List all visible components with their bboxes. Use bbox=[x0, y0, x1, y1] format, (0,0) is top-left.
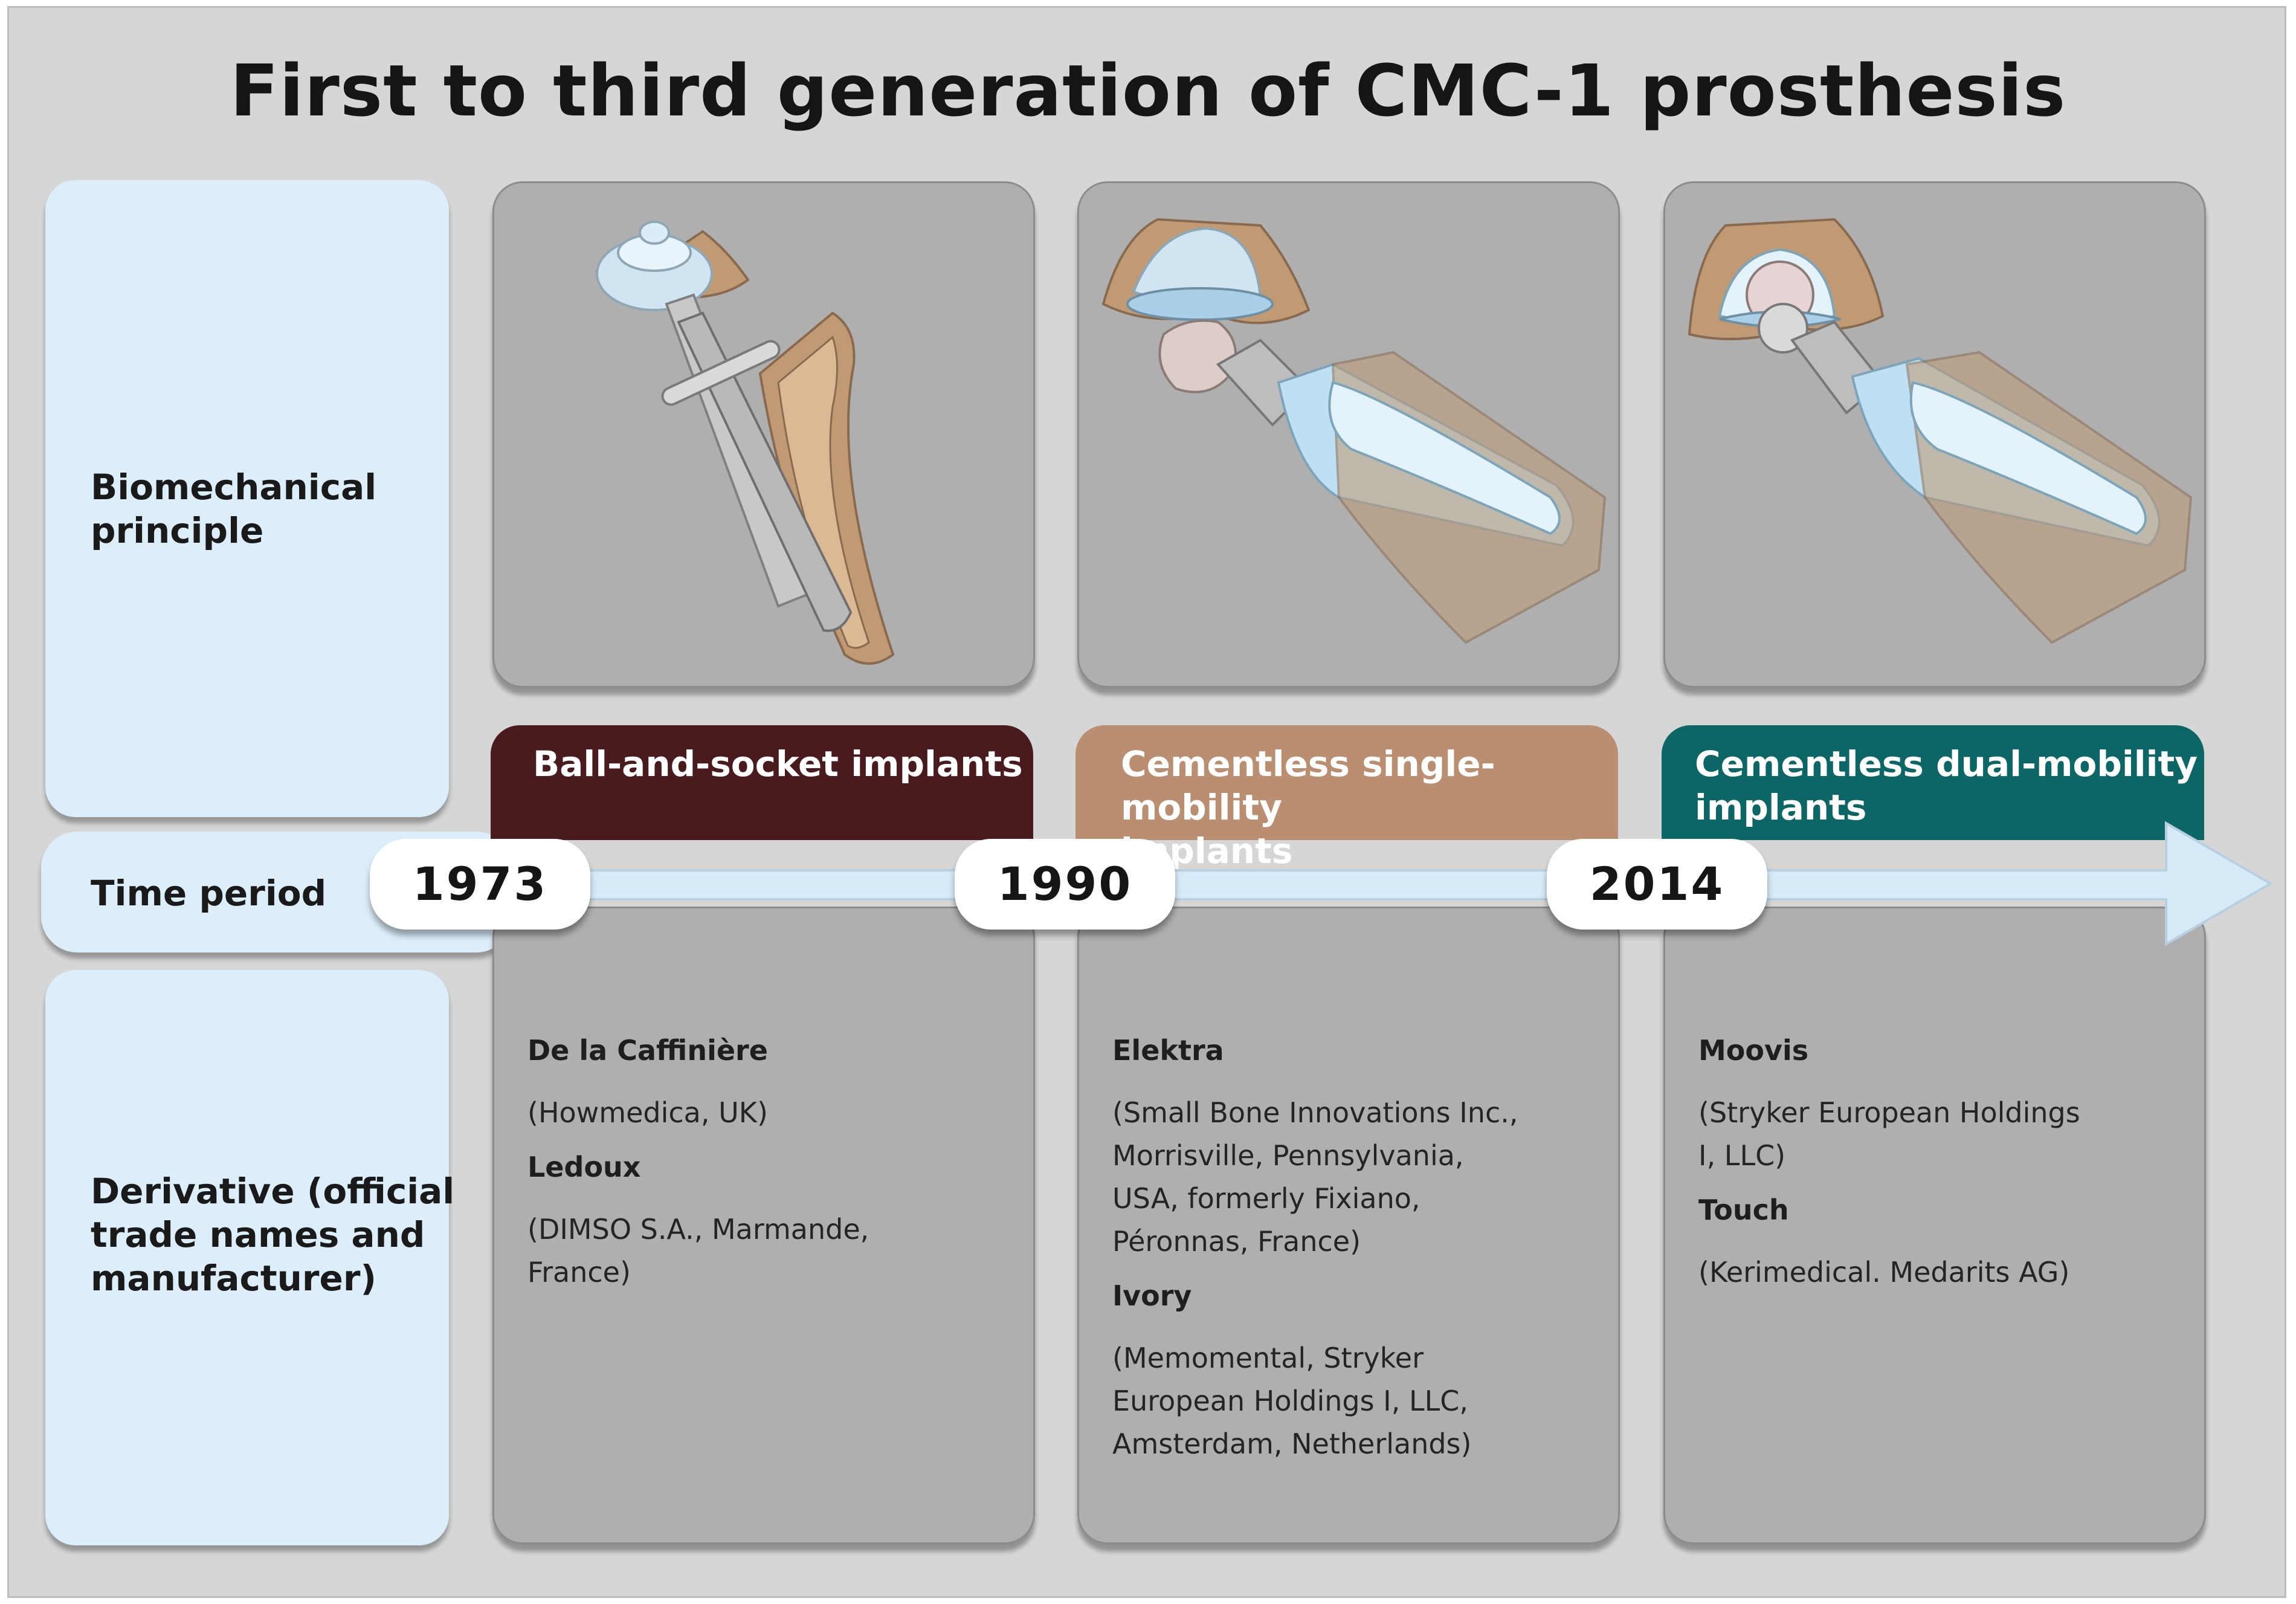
derivative-panel-1: De la Caffinière (Howmedica, UK) Ledoux … bbox=[492, 907, 1035, 1544]
derivative-manufacturer: (DIMSO S.A., Marmande, France) bbox=[527, 1213, 869, 1289]
derivative-name: De la Caffinière bbox=[527, 1034, 768, 1067]
row-label-biomechanical-box bbox=[45, 180, 449, 817]
derivative-name: Touch bbox=[1698, 1194, 1789, 1226]
implant-panel-2 bbox=[1077, 181, 1620, 688]
year-badge-3: 2014 bbox=[1547, 839, 1767, 930]
derivative-manufacturer: (Stryker European Holdings I, LLC) bbox=[1698, 1096, 2080, 1172]
derivative-panel-2: Elektra (Small Bone Innovations Inc., Mo… bbox=[1077, 907, 1620, 1544]
implant-panel-3 bbox=[1663, 181, 2206, 688]
row-label-derivative: Derivative (official trade names and man… bbox=[91, 1171, 455, 1299]
derivative-name: Elektra bbox=[1112, 1034, 1224, 1067]
category-banner-3: Cementless dual-mobility implants bbox=[1662, 725, 2204, 840]
derivative-name: Ledoux bbox=[527, 1151, 641, 1183]
derivative-name: Moovis bbox=[1698, 1034, 1809, 1067]
dual-mobility-implant-illustration bbox=[1688, 218, 2193, 644]
year-badge-1: 1973 bbox=[370, 839, 590, 930]
category-banner-2: Cementless single-mobility implants bbox=[1075, 725, 1618, 872]
derivative-list-2: Elektra (Small Bone Innovations Inc., Mo… bbox=[1112, 1032, 1584, 1480]
derivative-list-1: De la Caffinière (Howmedica, UK) Ledoux … bbox=[527, 1032, 999, 1308]
derivative-manufacturer: (Memomental, Stryker European Holdings I… bbox=[1112, 1342, 1472, 1460]
implant-panel-1 bbox=[492, 181, 1035, 688]
ball-and-socket-implant-illustration bbox=[595, 221, 895, 665]
year-badge-2: 1990 bbox=[955, 839, 1175, 930]
derivative-list-3: Moovis (Stryker European Holdings I, LLC… bbox=[1698, 1032, 2170, 1308]
diagram-title: First to third generation of CMC-1 prost… bbox=[230, 49, 2066, 132]
derivative-manufacturer: (Small Bone Innovations Inc., Morrisvill… bbox=[1112, 1096, 1518, 1258]
derivative-name: Ivory bbox=[1112, 1279, 1192, 1312]
derivative-panel-3: Moovis (Stryker European Holdings I, LLC… bbox=[1663, 907, 2206, 1544]
row-label-derivative-box bbox=[45, 970, 449, 1545]
row-label-time-period: Time period bbox=[91, 873, 327, 914]
category-banner-1: Ball-and-socket implants bbox=[491, 725, 1033, 840]
row-label-biomechanical: Biomechanical principle bbox=[91, 467, 377, 551]
single-mobility-implant-illustration bbox=[1101, 218, 1607, 644]
derivative-manufacturer: (Howmedica, UK) bbox=[527, 1096, 768, 1129]
derivative-manufacturer: (Kerimedical. Medarits AG) bbox=[1698, 1256, 2070, 1289]
